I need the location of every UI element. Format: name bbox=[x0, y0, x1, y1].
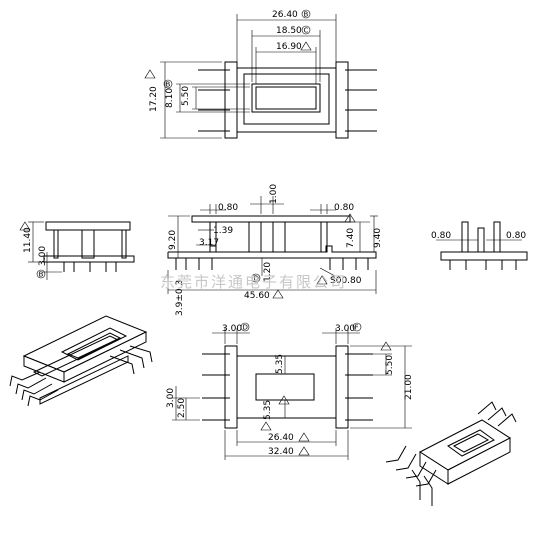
front-overall-length: 45.60 bbox=[244, 291, 270, 301]
top-inner-width: 18.50 bbox=[276, 26, 302, 36]
front-pin-offset: 1.20 bbox=[263, 262, 273, 282]
bottom-side-a: 3.00 bbox=[166, 388, 176, 408]
bottom-view: 3.00 D 3.00 F 5.35 5.35 5.50 21.00 3.00 … bbox=[166, 322, 414, 460]
bottom-overall-width: 32.40 bbox=[268, 447, 294, 457]
front-pitch: 3.17 bbox=[199, 238, 219, 248]
top-inner-height-marker: B bbox=[166, 81, 171, 89]
bottom-lower-gap: 5.35 bbox=[263, 400, 273, 420]
bottom-total-height: 21.00 bbox=[404, 374, 414, 400]
top-window-height: 5.50 bbox=[181, 86, 191, 106]
front-pin-length: 3.9±0.3 bbox=[175, 280, 185, 316]
left-height: 11.40 bbox=[23, 227, 33, 253]
front-center-marker: D bbox=[254, 275, 259, 283]
front-view: 0.80 1.00 0.80 1.39 3.17 9.20 7.40 9.40 … bbox=[167, 184, 383, 316]
top-window-width: 16.90 bbox=[276, 42, 302, 52]
front-flange-height: 7.40 bbox=[346, 228, 356, 248]
iso-view-right bbox=[385, 401, 517, 506]
bottom-pin-span: 5.50 bbox=[385, 355, 395, 375]
top-inner-width-marker: C bbox=[304, 27, 309, 35]
front-pin-square: S00.80 bbox=[330, 276, 362, 286]
front-total-height: 9.40 bbox=[373, 228, 383, 248]
front-center-gap: 1.00 bbox=[269, 184, 279, 204]
front-flange-right: 0.80 bbox=[334, 203, 354, 213]
bottom-upper-gap: 5.35 bbox=[275, 354, 285, 374]
bottom-right-pitch-marker: F bbox=[355, 324, 359, 332]
bottom-right-pitch: 3.00 bbox=[335, 324, 355, 334]
left-standoff-marker: B bbox=[39, 271, 44, 279]
top-overall-height: 17.20 bbox=[149, 86, 159, 112]
top-inner-height: 8.10 bbox=[165, 88, 175, 108]
front-pin-gap: 1.39 bbox=[213, 226, 233, 236]
bottom-body-width: 26.40 bbox=[268, 433, 294, 443]
watermark: 东莞市洋通电子有限公司 bbox=[160, 273, 347, 291]
right-view: 0.80 0.80 bbox=[431, 221, 528, 270]
front-height: 9.20 bbox=[168, 230, 178, 250]
bottom-left-pitch: 3.00 bbox=[222, 324, 242, 334]
front-flange-left: 0.80 bbox=[218, 203, 238, 213]
iso-view-left bbox=[9, 315, 153, 407]
left-view: 11.40 3.00 B bbox=[19, 221, 135, 280]
left-standoff: 3.00 bbox=[38, 246, 48, 266]
right-right-dim: 0.80 bbox=[506, 231, 526, 241]
bottom-left-pitch-marker: D bbox=[243, 324, 248, 332]
right-left-dim: 0.80 bbox=[431, 231, 451, 241]
bottom-side-b: 2.50 bbox=[177, 398, 187, 418]
top-overall-width: 26.40 bbox=[272, 10, 298, 20]
top-view: 26.40 B 18.50 C 16.90 17.20 8.10 B 5.50 bbox=[144, 9, 377, 139]
top-overall-width-marker: B bbox=[304, 11, 309, 19]
